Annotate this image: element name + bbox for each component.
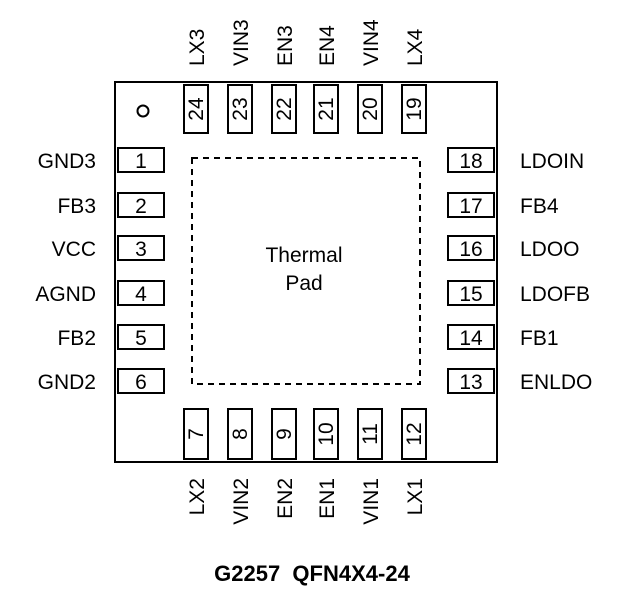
- pin-number-10: 10: [315, 422, 338, 445]
- pin-name-8: VIN2: [230, 478, 253, 525]
- pin-pad-6: [117, 368, 165, 394]
- pin-number-16: 16: [459, 238, 482, 261]
- pin-number-4: 4: [135, 283, 147, 306]
- pin-pad-8: [227, 408, 253, 460]
- pin-pad-18: [447, 147, 495, 173]
- pin-number-23: 23: [229, 97, 252, 120]
- pin-pad-14: [447, 324, 495, 350]
- pin-number-11: 11: [359, 423, 382, 445]
- pin-name-24: LX3: [186, 29, 209, 66]
- pin-pad-9: [271, 408, 297, 460]
- pin-pad-19: [401, 84, 427, 134]
- thermal-pad-label-line2: Pad: [285, 272, 322, 295]
- thermal-pad: [191, 157, 421, 385]
- pin-number-15: 15: [459, 283, 482, 306]
- pin-name-12: LX1: [404, 478, 427, 515]
- pin-pad-2: [117, 192, 165, 218]
- pin-number-8: 8: [229, 428, 252, 440]
- pin-name-3: VCC: [52, 238, 96, 261]
- pin-number-20: 20: [359, 97, 382, 120]
- pin-pad-1: [117, 147, 165, 173]
- pin-number-6: 6: [135, 371, 147, 394]
- pin-number-12: 12: [403, 422, 426, 445]
- pin-number-21: 21: [315, 97, 338, 120]
- pin-number-9: 9: [273, 428, 296, 440]
- pin-name-1: GND3: [38, 150, 96, 173]
- pin-name-17: FB4: [520, 195, 559, 218]
- pin-pad-4: [117, 280, 165, 306]
- pin-number-17: 17: [459, 195, 482, 218]
- pin-name-20: VIN4: [360, 19, 383, 66]
- pin-number-2: 2: [135, 195, 147, 218]
- pin-name-23: VIN3: [230, 19, 253, 66]
- pin-name-22: EN3: [274, 25, 297, 66]
- pin-pad-15: [447, 280, 495, 306]
- package-body: [114, 81, 498, 463]
- pin-number-3: 3: [135, 238, 147, 261]
- pin-name-4: AGND: [35, 283, 96, 306]
- pin-pad-21: [313, 84, 339, 134]
- pin-pad-10: [313, 408, 339, 460]
- pin-pad-11: [357, 408, 383, 460]
- pin-name-2: FB3: [57, 195, 96, 218]
- pin-pad-5: [117, 324, 165, 350]
- pin-name-19: LX4: [404, 28, 427, 66]
- pin-pad-13: [447, 368, 495, 394]
- pin-pad-22: [271, 84, 297, 134]
- pin-pad-3: [117, 235, 165, 261]
- pin-number-7: 7: [185, 428, 208, 440]
- pin-name-15: LDOFB: [520, 283, 590, 306]
- pin-name-6: GND2: [38, 371, 96, 394]
- pin-number-13: 13: [459, 371, 482, 394]
- pin-number-19: 19: [403, 97, 426, 120]
- pin-number-24: 24: [185, 97, 208, 121]
- pin-name-10: EN1: [316, 478, 339, 519]
- pin-name-9: EN2: [274, 478, 297, 519]
- pin-number-18: 18: [459, 150, 482, 173]
- pins-group: 1 GND3 2 FB3 3 VCC 4 AGND 5 FB2 6 GND2 13 ENLDO 14 FB1 1…: [35, 19, 592, 525]
- pin-number-5: 5: [135, 327, 147, 350]
- package-caption: G2257 QFN4X4-24: [214, 561, 410, 586]
- pin-name-14: FB1: [520, 327, 559, 350]
- pin-pad-20: [357, 84, 383, 134]
- pin-name-21: EN4: [316, 25, 339, 66]
- pin-number-22: 22: [273, 97, 296, 120]
- pin-pad-7: [183, 408, 209, 460]
- pin-number-14: 14: [459, 327, 483, 350]
- pin-name-7: LX2: [186, 478, 209, 515]
- thermal-pad-label-line1: Thermal: [265, 244, 342, 267]
- pin-pad-12: [401, 408, 427, 460]
- pin-pad-17: [447, 192, 495, 218]
- pin-name-5: FB2: [57, 327, 96, 350]
- pin-pad-24: [183, 84, 209, 134]
- pin-pad-16: [447, 235, 495, 261]
- pin-name-16: LDOO: [520, 238, 580, 261]
- pin-pad-23: [227, 84, 253, 134]
- pin-name-13: ENLDO: [520, 371, 592, 394]
- pin-name-11: VIN1: [360, 478, 383, 525]
- pin-name-18: LDOIN: [520, 150, 584, 173]
- pin-number-1: 1: [135, 150, 147, 173]
- pin1-marker: [136, 104, 150, 118]
